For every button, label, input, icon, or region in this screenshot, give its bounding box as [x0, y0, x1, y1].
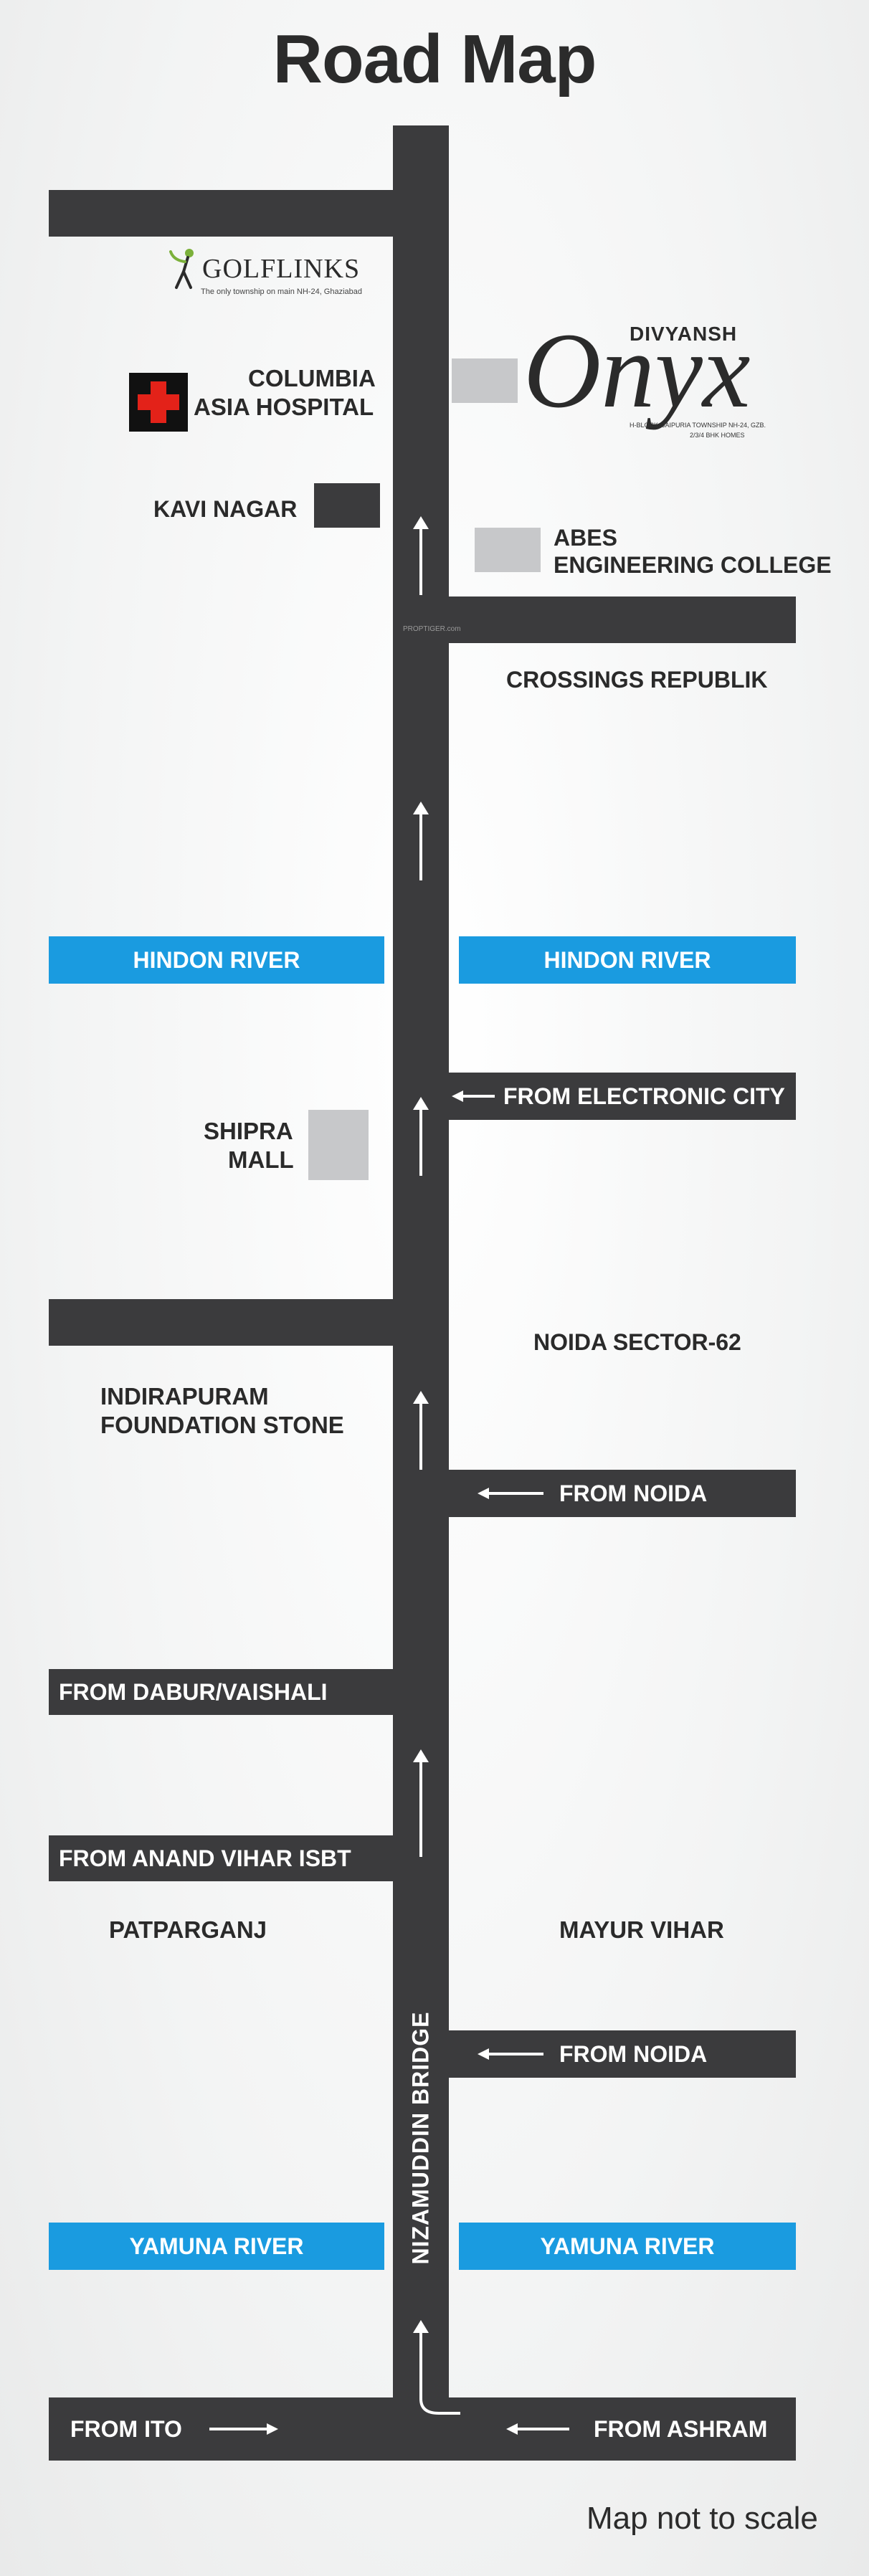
watermark: PROPTIGER.com	[403, 625, 461, 633]
road-label-ito-group: FROM ITO	[70, 2397, 278, 2461]
river-yamuna-left: YAMUNA RIVER	[49, 2223, 384, 2270]
nizamuddin-bridge-label: NIZAMUDDIN BRIDGE	[407, 2011, 434, 2265]
up-arrow-icon	[413, 516, 429, 595]
river-hindon-left: HINDON RIVER	[49, 936, 384, 984]
main-vertical-road	[393, 125, 449, 2402]
left-arrow-icon	[452, 1090, 495, 1102]
project-site-marker	[452, 358, 518, 403]
landmark-indirapuram-line2: FOUNDATION STONE	[100, 1412, 344, 1438]
road-from-anand-vihar: FROM ANAND VIHAR ISBT	[49, 1835, 400, 1881]
golfer-icon	[169, 249, 194, 289]
road-label-noida-1: FROM NOIDA	[559, 1480, 708, 1506]
landmark-noida-sector-62: NOIDA SECTOR-62	[533, 1329, 741, 1355]
up-arrow-icon	[413, 1391, 429, 1470]
landmark-abes-line1: ABES	[554, 525, 617, 551]
kavi-nagar-marker	[314, 483, 380, 528]
landmark-kavi-nagar: KAVI NAGAR	[153, 496, 298, 522]
road-label-ashram: FROM ASHRAM	[594, 2415, 768, 2442]
road-label-ito: FROM ITO	[70, 2415, 182, 2442]
abes-marker	[475, 528, 541, 572]
landmark-abes-line2: ENGINEERING COLLEGE	[554, 552, 832, 578]
page-title: Road Map	[272, 21, 597, 98]
landmark-indirapuram-line1: INDIRAPURAM	[100, 1383, 269, 1410]
left-arrow-icon	[478, 1488, 543, 1499]
turn-up-arrow-icon	[413, 2320, 460, 2415]
road-indirapuram	[49, 1299, 449, 1346]
right-arrow-icon	[209, 2423, 278, 2435]
landmark-mayur-vihar: MAYUR VIHAR	[559, 1916, 724, 1943]
up-arrow-icon	[413, 1749, 429, 1857]
golflinks-name: GOLFLINKS	[202, 254, 361, 284]
onyx-units: 2/3/4 BHK HOMES	[690, 432, 745, 439]
up-arrow-icon	[413, 802, 429, 880]
river-yamuna-right: YAMUNA RIVER	[459, 2223, 796, 2270]
road-from-noida-1: FROM NOIDA	[449, 1470, 796, 1517]
landmark-columbia-line1: COLUMBIA	[248, 365, 376, 391]
hospital-cross-icon	[129, 373, 188, 432]
landmark-shipra-line1: SHIPRA	[204, 1118, 293, 1144]
golflinks-logo: GOLFLINKS The only township on main NH-2…	[166, 247, 381, 305]
road-label-dabur-vaishali: FROM DABUR/VAISHALI	[59, 1678, 328, 1705]
road-label-electronic-city: FROM ELECTRONIC CITY	[503, 1083, 785, 1109]
onyx-prefix: DIVYANSH	[630, 323, 738, 345]
golflinks-tagline: The only township on main NH-24, Ghaziab…	[201, 287, 363, 296]
onyx-name: Onyx	[523, 311, 751, 430]
road-label-ashram-group: FROM ASHRAM	[506, 2397, 767, 2461]
shipra-mall-marker	[308, 1110, 369, 1180]
road-label-noida-2: FROM NOIDA	[559, 2040, 708, 2067]
road-from-dabur-vaishali: FROM DABUR/VAISHALI	[49, 1669, 400, 1715]
left-arrow-icon	[478, 2048, 543, 2060]
road-from-electronic-city: FROM ELECTRONIC CITY	[449, 1073, 796, 1120]
onyx-address: H-BLOCK, JAIPURIA TOWNSHIP NH-24, GZB.	[630, 422, 766, 429]
road-from-noida-2: FROM NOIDA	[449, 2030, 796, 2078]
river-hindon-right: HINDON RIVER	[459, 936, 796, 984]
road-label-anand-vihar: FROM ANAND VIHAR ISBT	[59, 1845, 351, 1871]
landmark-patparganj: PATPARGANJ	[109, 1916, 267, 1943]
landmark-shipra-line2: MALL	[228, 1146, 294, 1173]
onyx-logo: DIVYANSH Onyx H-BLOCK, JAIPURIA TOWNSHIP…	[523, 317, 766, 445]
left-arrow-icon	[506, 2423, 569, 2435]
road-crossings-republik	[393, 597, 796, 643]
landmark-columbia-line2: ASIA HOSPITAL	[194, 394, 374, 420]
footer-note: Map not to scale	[587, 2501, 818, 2536]
up-arrow-icon	[413, 1097, 429, 1176]
landmark-crossings-republik: CROSSINGS REPUBLIK	[506, 667, 768, 693]
road-top-left	[49, 190, 449, 237]
